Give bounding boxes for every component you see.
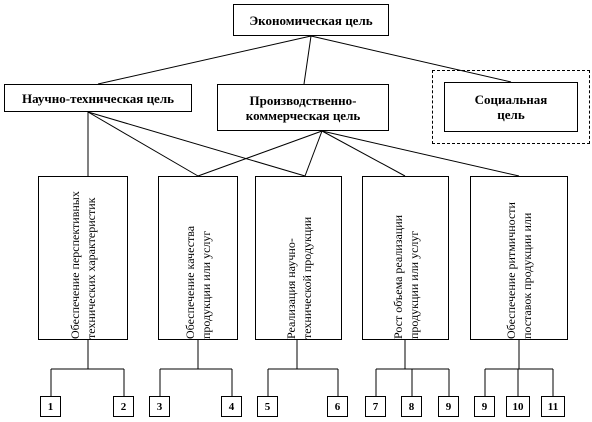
task-number: 11 (547, 400, 559, 413)
subgoal-node-1: Обеспечение перспективных технических ха… (38, 176, 128, 340)
social-goal-dashed-frame (432, 70, 590, 144)
subgoal-node-5: Обеспечение ритмичности поставок продукц… (470, 176, 568, 340)
subgoal-label-5: Обеспечение ритмичности поставок продукц… (504, 202, 534, 339)
production-goal-node: Производственно-коммерческая цель (217, 84, 389, 131)
subgoal-label-4: Рост объема реализации продукции или усл… (390, 214, 421, 339)
task-box: 7 (365, 396, 386, 417)
social-goal-label: Социальная цель (474, 92, 548, 122)
task-box: 6 (327, 396, 348, 417)
task-box: 4 (221, 396, 242, 417)
scientific-goal-node: Научно-техническая цель (4, 84, 192, 112)
subgoal-label-1: Обеспечение перспективных технических ха… (68, 191, 98, 339)
subgoal-node-4: Рост объема реализации продукции или усл… (362, 176, 449, 340)
task-number: 7 (372, 400, 379, 413)
production-goal-label: Производственно-коммерческая цель (245, 92, 361, 123)
task-box: 5 (257, 396, 278, 417)
task-number: 8 (408, 400, 415, 413)
task-number: 10 (512, 400, 524, 413)
task-number: 3 (156, 400, 163, 413)
task-number: 1 (47, 400, 54, 413)
root-goal-label: Экономическая цель (249, 12, 373, 28)
task-box: 2 (113, 396, 134, 417)
subgoal-label-3: Реализация научно-технической продукции (283, 216, 314, 339)
social-goal-node: Социальная цель (444, 82, 578, 132)
task-box: 11 (541, 396, 565, 417)
task-number: 5 (264, 400, 271, 413)
task-box: 8 (401, 396, 422, 417)
task-number: 9 (481, 400, 488, 413)
task-number: 4 (228, 400, 235, 413)
subgoal-label-2: Обеспечение качества продукции или услуг (183, 225, 213, 339)
task-box: 1 (40, 396, 61, 417)
task-box: 10 (506, 396, 530, 417)
subgoal-node-3: Реализация научно-технической продукции (255, 176, 342, 340)
scientific-goal-label: Научно-техническая цель (21, 90, 174, 106)
task-number: 9 (445, 400, 452, 413)
task-number: 2 (120, 400, 127, 413)
root-goal-node: Экономическая цель (233, 4, 389, 36)
task-box: 3 (149, 396, 170, 417)
task-number: 6 (334, 400, 341, 413)
subgoal-node-2: Обеспечение качества продукции или услуг (158, 176, 238, 340)
task-box: 9 (474, 396, 495, 417)
task-box: 9 (438, 396, 459, 417)
